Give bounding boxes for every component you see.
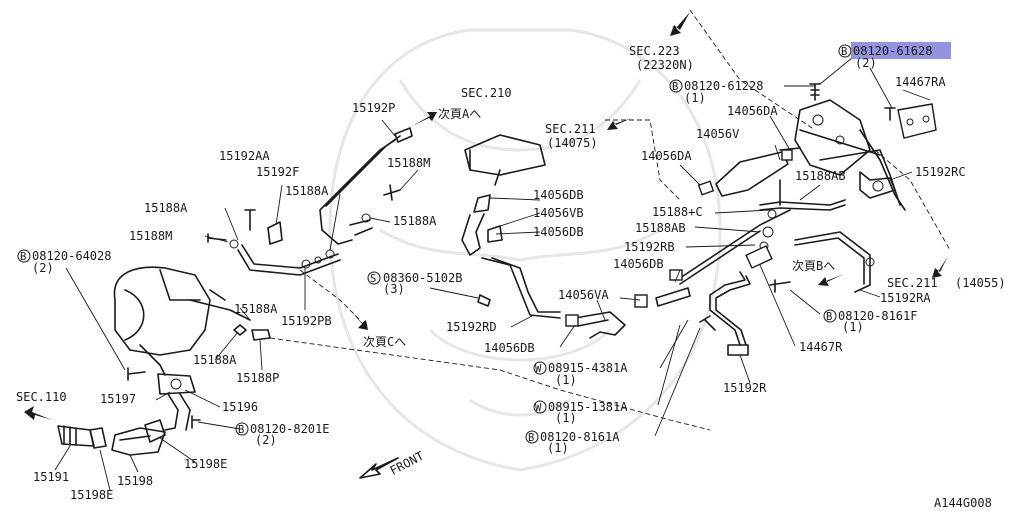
leader-lines: [54, 57, 931, 491]
svg-text:S: S: [370, 273, 376, 285]
label-15192PB[interactable]: 15192PB: [281, 314, 332, 328]
label-14467R[interactable]: 14467R: [799, 340, 843, 354]
label-08915-1381A-qty: (1): [555, 411, 577, 425]
label-sec110: SEC.110: [16, 390, 67, 404]
svg-text:W: W: [535, 363, 542, 375]
label-15192AA[interactable]: 15192AA: [219, 149, 270, 163]
arrow-to-sec211-right: [932, 256, 948, 278]
label-15192RA[interactable]: 15192RA: [880, 291, 931, 305]
label-14467RA[interactable]: 14467RA: [895, 75, 946, 89]
label-15198E-1[interactable]: 15198E: [184, 457, 227, 471]
label-front: FRONT: [388, 449, 426, 478]
label-08120-8201E[interactable]: 08120-8201E: [250, 422, 329, 436]
svg-text:W: W: [535, 402, 542, 414]
selected-part-highlight[interactable]: [851, 42, 951, 59]
left-turbo-assembly: [57, 127, 711, 456]
label-08120-8161F-qty: (1): [842, 320, 864, 334]
label-08360-5102B-qty: (3): [383, 282, 405, 296]
label-next-b: 次頁Bへ: [792, 259, 835, 273]
label-15192RD[interactable]: 15192RD: [446, 320, 497, 334]
label-next-a: 次頁Aへ: [438, 107, 481, 121]
label-15188M-left[interactable]: 15188M: [129, 229, 172, 243]
figure-code: A144G008: [934, 496, 992, 510]
label-15188A-left[interactable]: 15188A: [144, 201, 188, 215]
label-sec223: SEC.223: [629, 44, 680, 58]
label-08120-61628[interactable]: 08120-61628: [853, 44, 932, 58]
label-14056VB[interactable]: 14056VB: [533, 206, 584, 220]
label-08120-8161F[interactable]: 08120-8161F: [838, 309, 917, 323]
label-15188A-mid[interactable]: 15188A: [234, 302, 278, 316]
label-15188AB-1[interactable]: 15188AB: [795, 169, 846, 183]
front-arrow: [359, 457, 399, 479]
label-sec211-top-sub: (14075): [547, 136, 598, 150]
top-right-assembly: [655, 9, 951, 356]
direction-arrows: [24, 12, 948, 479]
label-08120-8201E-qty: (2): [255, 433, 277, 447]
svg-text:B: B: [528, 432, 534, 444]
label-sec211-top: SEC.211: [545, 122, 596, 136]
svg-text:B: B: [672, 81, 678, 93]
label-sec210: SEC.210: [461, 86, 512, 100]
svg-text:B: B: [238, 424, 244, 436]
label-08120-64028[interactable]: 08120-64028: [32, 249, 111, 263]
label-sec223-sub: (22320N): [636, 58, 694, 72]
part-labels: SEC.223 (22320N) 08120-61628 (2) 14467RA…: [16, 44, 1006, 510]
label-15198E-2[interactable]: 15198E: [70, 488, 113, 502]
label-08360-5102B[interactable]: 08360-5102B: [383, 271, 462, 285]
label-14056DB-2[interactable]: 14056DB: [533, 225, 584, 239]
label-14056DA-mid[interactable]: 14056DA: [641, 149, 692, 163]
label-14056VA[interactable]: 14056VA: [558, 288, 609, 302]
label-08120-61228-qty: (1): [684, 91, 706, 105]
label-15192P[interactable]: 15192P: [352, 101, 395, 115]
label-15188A-low[interactable]: 15188A: [193, 353, 237, 367]
label-08915-4381A[interactable]: 08915-4381A: [548, 361, 628, 375]
arrow-to-sec211-top: [607, 118, 632, 130]
svg-text:B: B: [841, 46, 847, 58]
label-08120-64028-qty: (2): [32, 261, 54, 275]
label-15188C[interactable]: 15188+C: [652, 205, 703, 219]
label-15192RC[interactable]: 15192RC: [915, 165, 966, 179]
label-15197[interactable]: 15197: [100, 392, 136, 406]
label-15196[interactable]: 15196: [222, 400, 258, 414]
label-sec211-right: SEC.211: [887, 276, 938, 290]
prefix-marks: B B B S B W W B B: [17, 44, 852, 444]
label-sec211-right-sub: (14055): [955, 276, 1006, 290]
arrow-to-next-b: [818, 274, 844, 286]
label-15188A-2[interactable]: 15188A: [393, 214, 437, 228]
label-15188AB-2[interactable]: 15188AB: [635, 221, 686, 235]
label-08120-8161A[interactable]: 08120-8161A: [540, 430, 620, 444]
label-14056DA-top[interactable]: 14056DA: [727, 104, 778, 118]
label-15198[interactable]: 15198: [117, 474, 153, 488]
arrow-to-next-c: [350, 310, 368, 330]
svg-text:B: B: [20, 251, 26, 263]
label-15188P[interactable]: 15188P: [236, 371, 279, 385]
label-15192RB[interactable]: 15192RB: [624, 240, 675, 254]
label-08120-8161A-qty: (1): [547, 441, 569, 455]
label-08120-61628-qty: (2): [855, 56, 877, 70]
label-next-c: 次頁Cへ: [363, 335, 406, 349]
label-08915-4381A-qty: (1): [555, 373, 577, 387]
label-15188A-1[interactable]: 15188A: [285, 184, 329, 198]
arrow-to-sec223: [670, 12, 690, 36]
label-14056V[interactable]: 14056V: [696, 127, 739, 141]
label-08120-61228[interactable]: 08120-61228: [684, 79, 763, 93]
arrow-to-next-a: [412, 112, 437, 126]
label-15188M-top[interactable]: 15188M: [387, 156, 430, 170]
label-15192F[interactable]: 15192F: [256, 165, 299, 179]
label-08915-1381A[interactable]: 08915-1381A: [548, 400, 628, 414]
label-15192R[interactable]: 15192R: [723, 381, 767, 395]
arrow-to-sec110: [24, 406, 52, 420]
label-15191[interactable]: 15191: [33, 470, 69, 484]
label-14056DB-1[interactable]: 14056DB: [533, 188, 584, 202]
label-14056DB-4[interactable]: 14056DB: [484, 341, 535, 355]
label-14056DB-3[interactable]: 14056DB: [613, 257, 664, 271]
svg-text:B: B: [826, 311, 832, 323]
